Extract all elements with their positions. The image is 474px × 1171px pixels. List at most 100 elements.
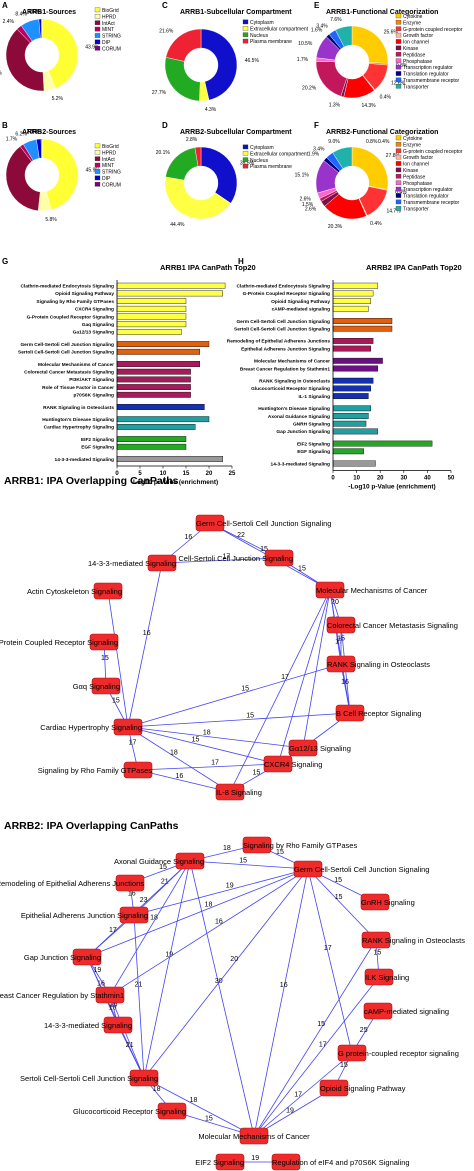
edge-weight: 18 [203, 729, 211, 736]
legend-swatch [242, 151, 249, 156]
donut-slice [351, 25, 389, 64]
legend-label: Translation regulator [403, 194, 449, 200]
donut-chart-arrb2-compartment: ARRB2-Subcellular Compartment35.5%44.4%2… [156, 129, 309, 228]
slice-label: 0.4% [380, 94, 392, 100]
slice-label: 46.5% [245, 58, 260, 64]
legend-swatch [395, 13, 402, 19]
bar [116, 443, 187, 450]
edge-weight: 20 [230, 956, 238, 963]
bar [332, 405, 371, 412]
edge-weight: 18 [153, 1086, 161, 1093]
legend-label: Enzyme [403, 20, 421, 26]
bar [332, 338, 374, 344]
donut-slice [194, 146, 202, 167]
network-node [93, 582, 123, 600]
legend-label: CORUM [102, 182, 121, 188]
network-node [271, 1153, 301, 1171]
edge-weight: 18 [150, 914, 158, 921]
legend-swatch [94, 46, 101, 51]
bar [116, 436, 187, 442]
donut-slice [41, 18, 79, 89]
node-label: Gα12/13 Signaling [289, 744, 351, 753]
node-label: Signaling by Rho Family GTPases [38, 766, 152, 775]
network-node [175, 852, 205, 870]
edge-weight: 18 [109, 1004, 117, 1011]
category-label: Cardiac Hypertrophy Signaling [44, 425, 114, 431]
network-edge [161, 557, 280, 564]
network-node [115, 874, 145, 892]
edge-weight: 16 [176, 773, 184, 780]
slice-label: 2.6% [305, 207, 317, 213]
legend-label: BioGrid [102, 144, 119, 150]
slice-label: 20.1% [156, 150, 171, 156]
legend-swatch [395, 77, 402, 83]
slice-label: 2.8% [186, 137, 198, 143]
edge-weight: 17 [129, 739, 137, 746]
network-edge [143, 868, 309, 1079]
edge-weight: 15 [112, 697, 120, 704]
edge-weight: 16 [341, 679, 349, 686]
category-label: Clathrin-mediated Endocytosis Signaling [236, 284, 330, 290]
panel-label-g: G [2, 257, 8, 266]
category-label: EGF Signaling [81, 445, 114, 451]
donut-chart-arrb1-functional: ARRB1-Functional Categorization25.6%0.8%… [297, 9, 463, 109]
edge-weight: 18 [223, 845, 231, 852]
edge-weight: 18 [205, 902, 213, 909]
bar [332, 413, 369, 419]
bar [116, 391, 191, 398]
slice-label: 5.2% [52, 96, 64, 102]
category-label: EIF2 Signaling [81, 437, 114, 443]
legend-swatch [395, 32, 402, 38]
panel-label-e: E [314, 1, 320, 10]
donut-slice [5, 146, 41, 212]
network-node [337, 1044, 367, 1062]
edge-weight: 17 [294, 1092, 302, 1099]
category-label: Huntington's Disease Signaling [258, 406, 330, 412]
legend-label: HPRD [102, 150, 117, 156]
chart-title: ARRB2-Functional Categorization [326, 129, 438, 136]
x-axis-label: -Log10 p-Value (enrichment) [131, 479, 218, 486]
edge-weight: 15 [246, 712, 254, 719]
edge-weight: 17 [335, 638, 343, 645]
node-label: Actin Cytoskeleton Signaling [27, 587, 122, 596]
chart-title: ARRB1-Functional Categorization [326, 9, 438, 16]
legend-swatch [242, 19, 249, 25]
edge-weight: 15 [298, 565, 306, 572]
legend-swatch [94, 162, 101, 168]
category-label: Ga12/13 Signaling [73, 330, 114, 336]
node-layer: Germ Cell-Sertoli Cell Junction Signalin… [0, 514, 458, 801]
edge-weight: 15 [205, 1115, 213, 1122]
node-label: cAMP-mediated signaling [364, 1007, 449, 1016]
slice-label: 2.1% [27, 129, 39, 135]
slice-label: 9.0% [328, 139, 340, 145]
edge-weight: 30 [215, 978, 223, 985]
legend-label: Nucleus [250, 158, 269, 164]
network-edge [253, 868, 309, 1137]
bar [332, 282, 379, 289]
chart-title: ARRB2-Sources [22, 129, 76, 136]
slice-label: 0.4% [378, 139, 390, 145]
bar [332, 420, 367, 427]
legend-label: Peptidase [403, 174, 425, 180]
legend-label: STRING [102, 170, 121, 176]
x-tick-label: 20 [206, 471, 213, 477]
category-label: Opioid Signaling Pathway [55, 291, 114, 297]
legend-label: MINT [102, 27, 114, 33]
legend-swatch [94, 7, 101, 13]
legend-swatch [94, 143, 101, 149]
edge-weight: 17 [324, 945, 332, 952]
bar [116, 376, 191, 383]
category-label: 14-3-3-mediated Signaling [271, 461, 331, 467]
x-tick-label: 0 [331, 476, 335, 482]
edge-weight: 15 [340, 1062, 348, 1069]
x-tick-label: 20 [377, 476, 384, 482]
edge-weight: 19 [251, 1155, 259, 1162]
edge-weight: 15 [241, 685, 249, 692]
donut-chart-arrb2-functional: ARRB2-Functional Categorization27.8%0.4%… [295, 129, 463, 230]
legend-swatch [242, 32, 249, 37]
bar [332, 318, 393, 324]
node-label: Sertoli Cell-Sertoli Cell Junction Signa… [20, 1074, 158, 1083]
legend-label: Kinase [403, 46, 419, 52]
category-label: EGF Signaling [297, 449, 330, 455]
legend-label: Extracellular compartment [250, 26, 309, 32]
